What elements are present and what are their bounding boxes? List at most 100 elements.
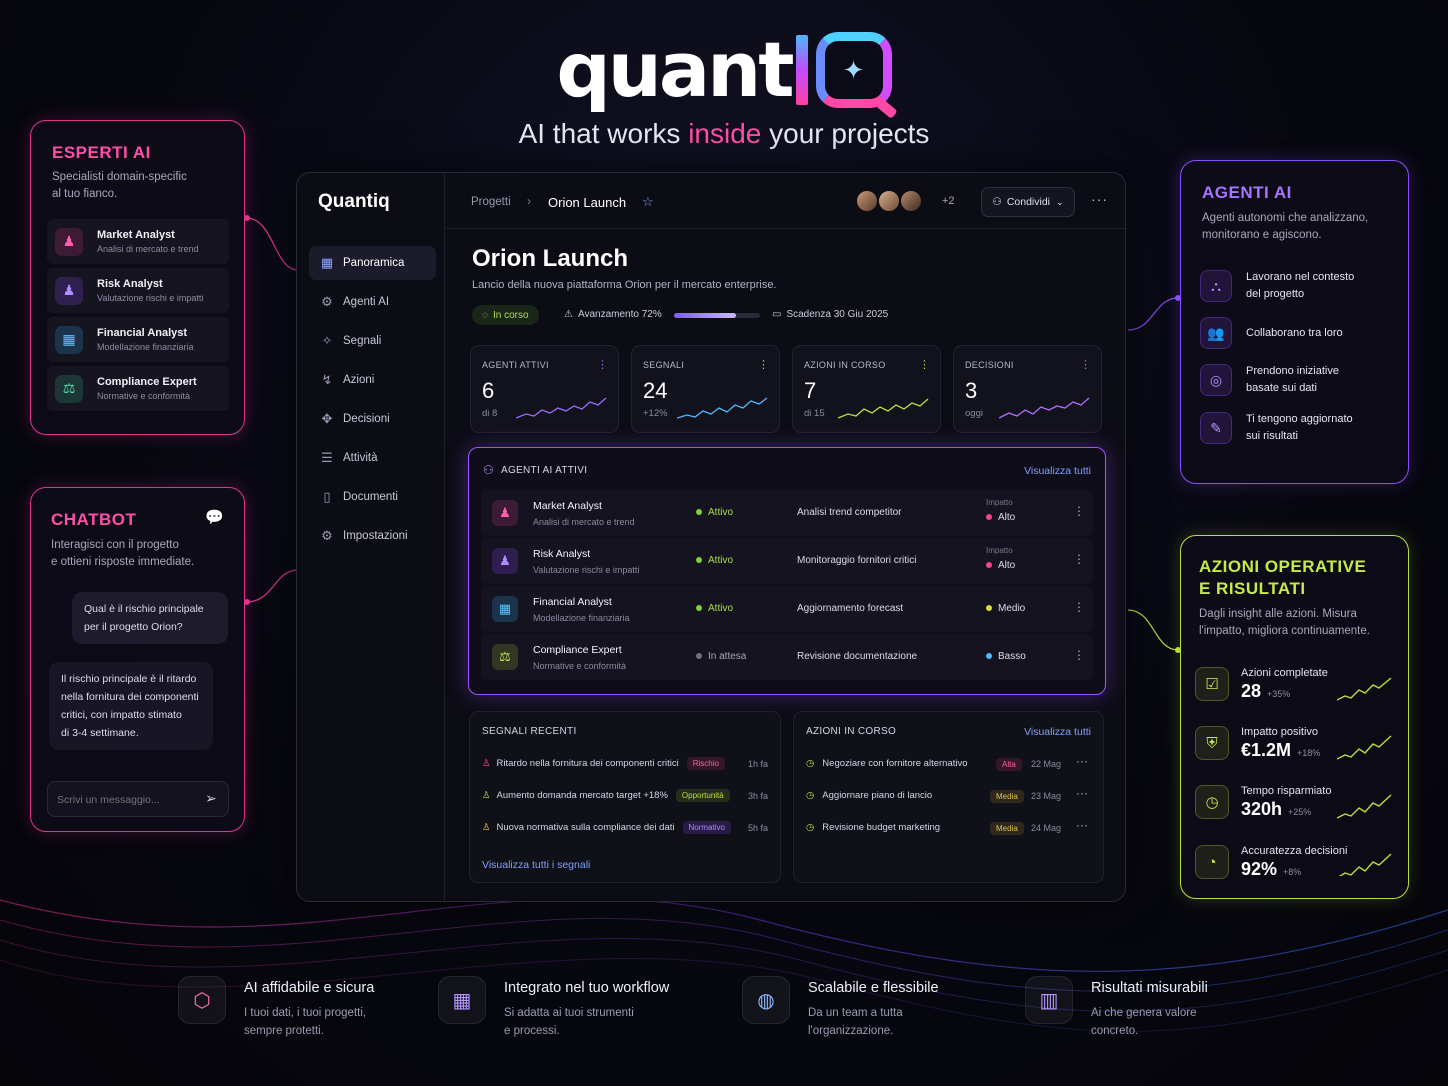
sidebar: Quantiq ▦Panoramica ⚙Agenti AI ✧Segnali … (297, 173, 445, 903)
kebab-icon[interactable]: ⋮ (1073, 504, 1085, 518)
hero-logo: quant ✦ (0, 28, 1448, 112)
nav-azioni[interactable]: ↯Azioni (309, 363, 436, 397)
topbar: Progetti › Orion Launch ☆ +2 ⚇Condividi⌄… (445, 173, 1127, 229)
share-button[interactable]: ⚇Condividi⌄ (981, 187, 1075, 217)
logo-wordmark: quant (556, 25, 794, 114)
users-icon: 👥 (1200, 317, 1232, 349)
kebab-icon[interactable]: ⋮ (1073, 648, 1085, 662)
priority-badge: Media (990, 822, 1024, 835)
signal-row[interactable]: ♙Aumento domanda mercato target +18%Oppo… (482, 782, 730, 808)
compliance-expert-icon: ⚖ (55, 374, 83, 403)
market-analyst-icon: ♟ (492, 500, 518, 526)
status-circle-icon: ◌ (482, 309, 488, 321)
chatbot-title: CHATBOT (51, 510, 137, 529)
agent-icon: ⚙ (321, 294, 333, 309)
avatar-group[interactable] (855, 189, 923, 213)
alert-icon: ♙ (482, 757, 491, 769)
action-row[interactable]: ◷Revisione budget marketing (806, 821, 941, 833)
signal-row[interactable]: ♙Ritardo nella fornitura dei componenti … (482, 750, 725, 776)
risk-analyst-icon: ♟ (55, 276, 83, 305)
calendar-icon: ▭ (772, 309, 782, 320)
recent-signals-title: SEGNALI RECENTI (482, 726, 577, 737)
progress-bar (674, 313, 760, 318)
due-date: ▭Scadenza 30 Giu 2025 (772, 309, 889, 320)
connector-lines-left (244, 215, 299, 605)
market-analyst-icon: ♟ (55, 227, 83, 256)
page-description: Lancio della nuova piattaforma Orion per… (472, 279, 777, 291)
nav-impostazioni[interactable]: ⚙Impostazioni (309, 519, 436, 553)
active-agents-title: AGENTI AI ATTIVI (501, 465, 588, 476)
view-all-signals-link[interactable]: Visualizza tutti i segnali (482, 859, 591, 871)
chat-input[interactable] (57, 791, 197, 809)
avatars-more-count[interactable]: +2 (942, 195, 955, 207)
kebab-icon[interactable]: ⋮ (758, 359, 769, 371)
action-row[interactable]: ◷Aggiornare piano di lancio (806, 789, 933, 801)
opportunity-icon: ♙ (482, 789, 491, 801)
nav-segnali[interactable]: ✧Segnali (309, 324, 436, 358)
view-all-agents-link[interactable]: Visualizza tutti (1024, 465, 1091, 477)
progress-icon: ⚠ (564, 309, 573, 320)
clock-icon: ◷ (806, 789, 815, 801)
action-row[interactable]: ◷Negoziare con fornitore alternativo (806, 757, 968, 769)
page-title: Orion Launch (472, 245, 628, 272)
agents-title: AGENTI AI (1202, 183, 1292, 202)
gauge-icon: ◔ (1195, 845, 1229, 879)
kebab-icon[interactable]: ⋮ (919, 359, 930, 371)
kpi-sparkline (999, 397, 1090, 419)
more-options-icon[interactable]: ··· (1076, 786, 1088, 800)
agents-icon: ⚇ (483, 463, 494, 477)
view-all-actions-link[interactable]: Visualizza tutti (1024, 726, 1091, 738)
chat-input-box[interactable]: ➢ (47, 781, 229, 817)
kpi-sparkline (677, 397, 768, 419)
nav-agenti-ai[interactable]: ⚙Agenti AI (309, 285, 436, 319)
active-agents-panel: ⚇ AGENTI AI ATTIVI Visualizza tutti ♟ Ma… (468, 447, 1106, 695)
nav-documenti[interactable]: ▯Documenti (309, 480, 436, 514)
checklist-icon: ☑ (1195, 667, 1229, 701)
nav-decisioni[interactable]: ✥Decisioni (309, 402, 436, 436)
kpi-signals[interactable]: SEGNALI⋮ 24+12% (631, 345, 780, 433)
compliance-expert-icon: ⚖ (492, 644, 518, 670)
kebab-icon[interactable]: ⋮ (597, 359, 608, 371)
nav-panoramica[interactable]: ▦Panoramica (309, 246, 436, 280)
nav-attivita[interactable]: ☰Attività (309, 441, 436, 475)
signal-icon: ✧ (321, 333, 333, 348)
shield-icon: ⛨ (1195, 726, 1229, 760)
more-options-icon[interactable]: ··· (1076, 754, 1088, 768)
more-options-icon[interactable]: ··· (1076, 818, 1088, 832)
connector-lines-right (1127, 295, 1181, 653)
star-icon[interactable]: ☆ (642, 194, 654, 209)
chevron-down-icon: ⌄ (1056, 196, 1064, 207)
kebab-icon[interactable]: ⋮ (1073, 600, 1085, 614)
logo-q-icon: ✦ (815, 32, 892, 108)
more-options-icon[interactable]: ··· (1091, 191, 1108, 207)
signal-row[interactable]: ♙Nuova normativa sulla compliance dei da… (482, 814, 731, 840)
send-icon[interactable]: ➢ (205, 790, 217, 806)
financial-analyst-icon: ▦ (55, 325, 83, 354)
kebab-icon[interactable]: ⋮ (1080, 359, 1091, 371)
kebab-icon[interactable]: ⋮ (1073, 552, 1085, 566)
breadcrumb-projects[interactable]: Progetti (471, 196, 511, 208)
agents-feature-collaborate: 👥Collaborano tra loro (1200, 317, 1400, 349)
recent-signals-panel: SEGNALI RECENTI ♙Ritardo nella fornitura… (469, 711, 781, 883)
logo-bar (795, 35, 808, 105)
